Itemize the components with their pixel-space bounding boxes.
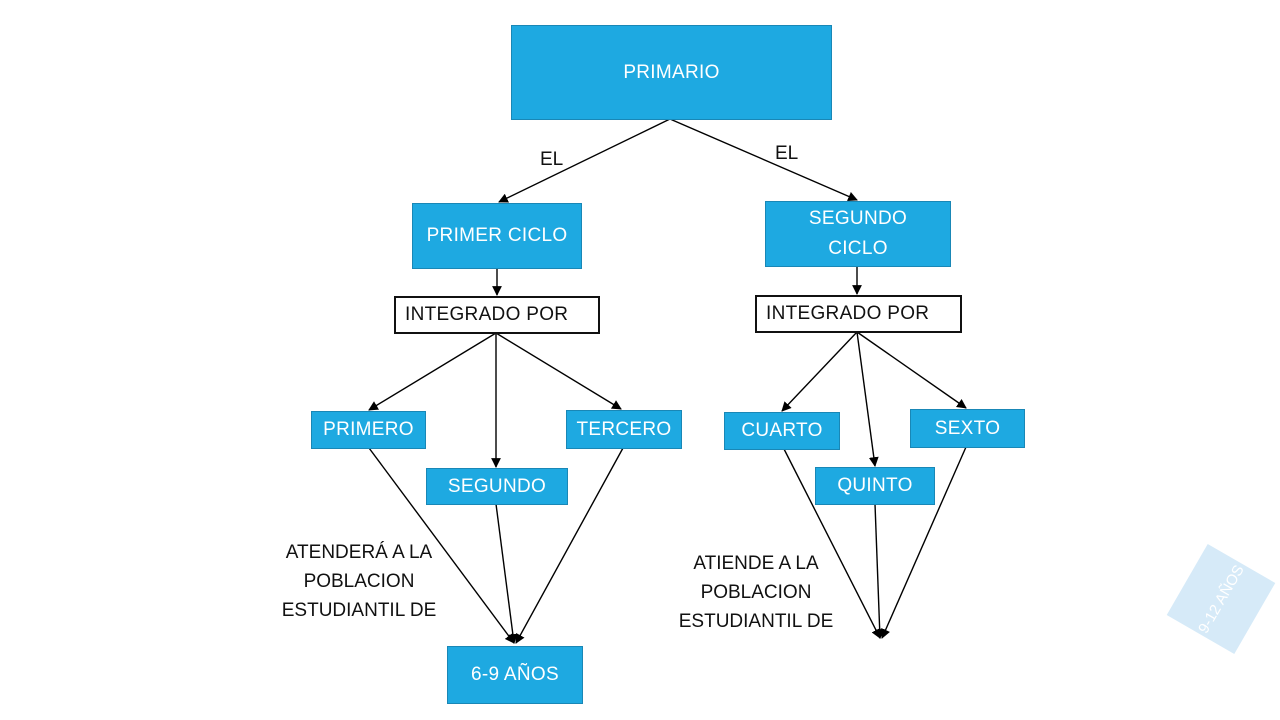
node-age-range-left: 6-9 AÑOS (447, 646, 583, 704)
arrow-integrado-to-sexto (856, 331, 967, 409)
description-right: ATIENDE A LA POBLACION ESTUDIANTIL DE (675, 549, 837, 636)
node-grade-segundo: SEGUNDO (426, 468, 568, 505)
node-primer-ciclo-label: PRIMER CICLO (426, 225, 568, 246)
integrado-por-left-label: INTEGRADO POR (405, 304, 569, 325)
arrow-integrado-to-tercero (495, 332, 622, 410)
description-left: ATENDERÁ A LA POBLACION ESTUDIANTIL DE (278, 538, 440, 625)
description-right-line2: POBLACION (700, 582, 812, 603)
edge-label-right: EL (775, 143, 799, 164)
grade-quinto-label: QUINTO (837, 475, 913, 496)
node-segundo-ciclo: SEGUNDO CICLO (765, 201, 951, 267)
node-integrado-por-left: INTEGRADO POR (394, 296, 600, 334)
description-left-line2: POBLACION (303, 571, 415, 592)
arrow-quinto-to-age (874, 503, 885, 639)
arrow-root-to-segundo-ciclo (669, 118, 858, 201)
arrow-sexto-to-age (881, 446, 967, 639)
grade-primero-label: PRIMERO (323, 419, 414, 440)
arrow-segundo-to-age (495, 503, 518, 644)
integrado-por-right-label: INTEGRADO POR (766, 303, 930, 324)
node-primer-ciclo: PRIMER CICLO (412, 203, 582, 269)
grade-tercero-label: TERCERO (576, 418, 672, 440)
description-left-line3: ESTUDIANTIL DE (281, 600, 437, 621)
node-grade-quinto: QUINTO (815, 467, 935, 505)
node-grade-sexto: SEXTO (910, 409, 1025, 448)
node-grade-cuarto: CUARTO (724, 412, 840, 450)
node-integrado-por-right: INTEGRADO POR (755, 295, 962, 333)
node-grade-tercero: TERCERO (566, 410, 682, 449)
description-right-line1: ATIENDE A LA (693, 553, 819, 574)
node-segundo-ciclo-label-line2: CICLO (828, 238, 888, 259)
arrow-root-to-primer-ciclo (498, 118, 671, 203)
grade-cuarto-label: CUARTO (741, 420, 823, 441)
age-range-left-label: 6-9 AÑOS (471, 664, 559, 685)
arrow-integrado-to-primero (368, 332, 497, 411)
node-primario: PRIMARIO (511, 25, 832, 120)
description-right-line3: ESTUDIANTIL DE (678, 611, 834, 632)
arrow-primero-to-age (368, 447, 515, 644)
node-grade-primero: PRIMERO (311, 411, 426, 449)
age-range-right-label: 9-12 AÑOS (1194, 561, 1248, 637)
arrow-tercero-to-age (515, 447, 624, 644)
arrow-integrado-to-cuarto (781, 331, 858, 412)
node-segundo-ciclo-label-line1: SEGUNDO (808, 208, 908, 229)
arrow-cuarto-to-age (783, 448, 881, 639)
arrow-integrado-to-quinto (856, 331, 879, 467)
node-primario-label: PRIMARIO (623, 61, 720, 83)
edge-label-left: EL (540, 149, 564, 170)
grade-sexto-label: SEXTO (934, 417, 1001, 439)
description-left-line1: ATENDERÁ A LA (285, 542, 433, 563)
grade-segundo-label: SEGUNDO (447, 475, 547, 497)
